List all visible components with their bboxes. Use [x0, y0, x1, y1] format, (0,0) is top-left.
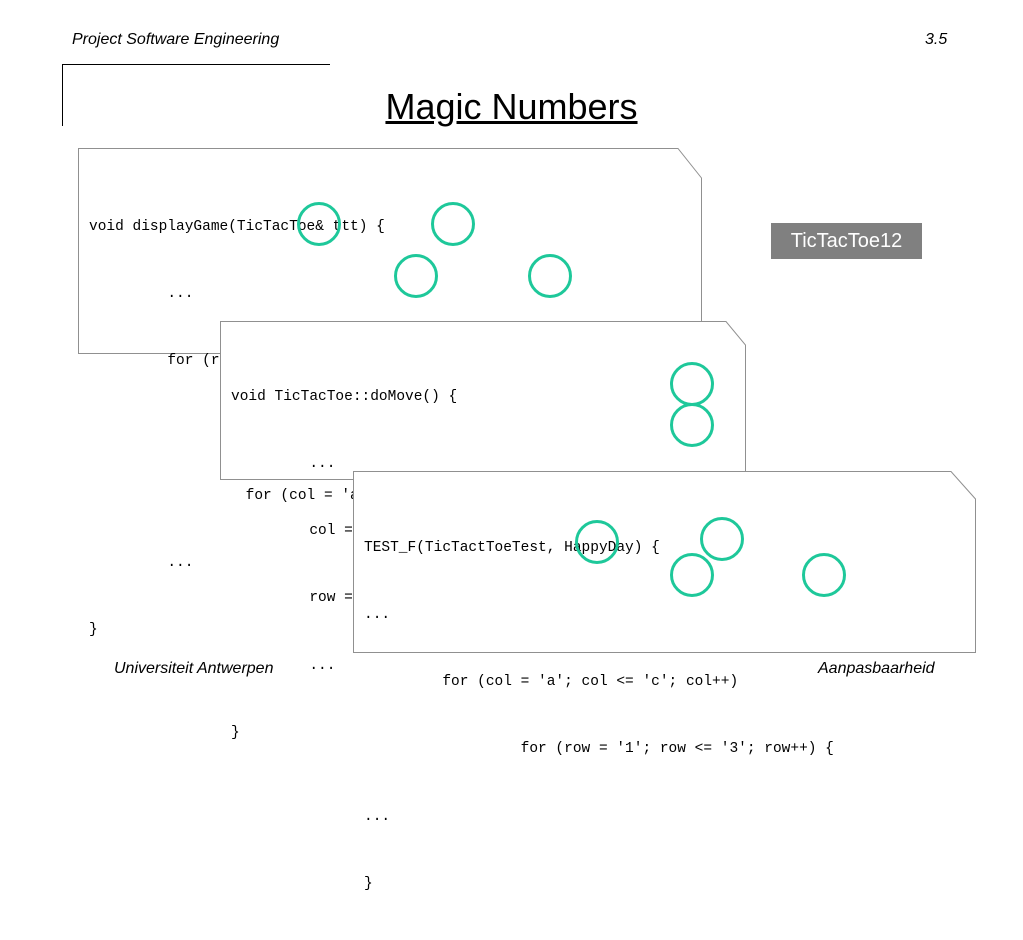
code-card-test: TEST_F(TicTactToeTest, HappyDay) { ... f…	[353, 471, 976, 892]
code-line: }	[89, 622, 98, 639]
slide-title: Magic Numbers	[385, 86, 638, 127]
code-line: ...	[231, 657, 336, 674]
magic-number-highlight	[394, 254, 438, 298]
magic-number-highlight	[700, 517, 744, 561]
magic-number-highlight	[297, 202, 341, 246]
code-line: for (row = '1'; row <= '3'; row++) {	[364, 741, 834, 758]
code-line: void TicTacToe::doMove() {	[231, 388, 458, 405]
header-rule	[62, 64, 330, 65]
magic-number-highlight	[802, 553, 846, 597]
code-line: ...	[364, 607, 391, 624]
header-course: Project Software Engineering	[72, 31, 280, 48]
magic-number-highlight	[431, 202, 475, 246]
code-line: void displayGame(TicTacToe& ttt) {	[89, 218, 385, 235]
code-line: ...	[89, 286, 194, 303]
magic-number-highlight	[670, 403, 714, 447]
card-outline	[78, 148, 702, 354]
code-line: ...	[364, 808, 391, 825]
code-line: }	[364, 875, 373, 892]
card-outline	[220, 321, 746, 480]
card-outline	[353, 471, 976, 653]
example-tag: TicTacToe12	[771, 223, 922, 259]
magic-number-highlight	[575, 520, 619, 564]
code-line: ...	[231, 456, 336, 473]
magic-number-highlight	[528, 254, 572, 298]
magic-number-highlight	[670, 553, 714, 597]
footer-right: Aanpasbaarheid	[818, 660, 935, 677]
code-card-do-move: void TicTacToe::doMove() { ... col = (ch…	[220, 321, 746, 741]
magic-number-highlight	[670, 362, 714, 406]
header-rule-vertical	[62, 64, 63, 126]
code-line: for (col = 'a'; col <= 'c'; col++)	[364, 674, 739, 691]
code-line: ...	[89, 554, 194, 571]
footer-left: Universiteit Antwerpen	[114, 660, 274, 677]
header-page-number: 3.5	[925, 31, 948, 48]
